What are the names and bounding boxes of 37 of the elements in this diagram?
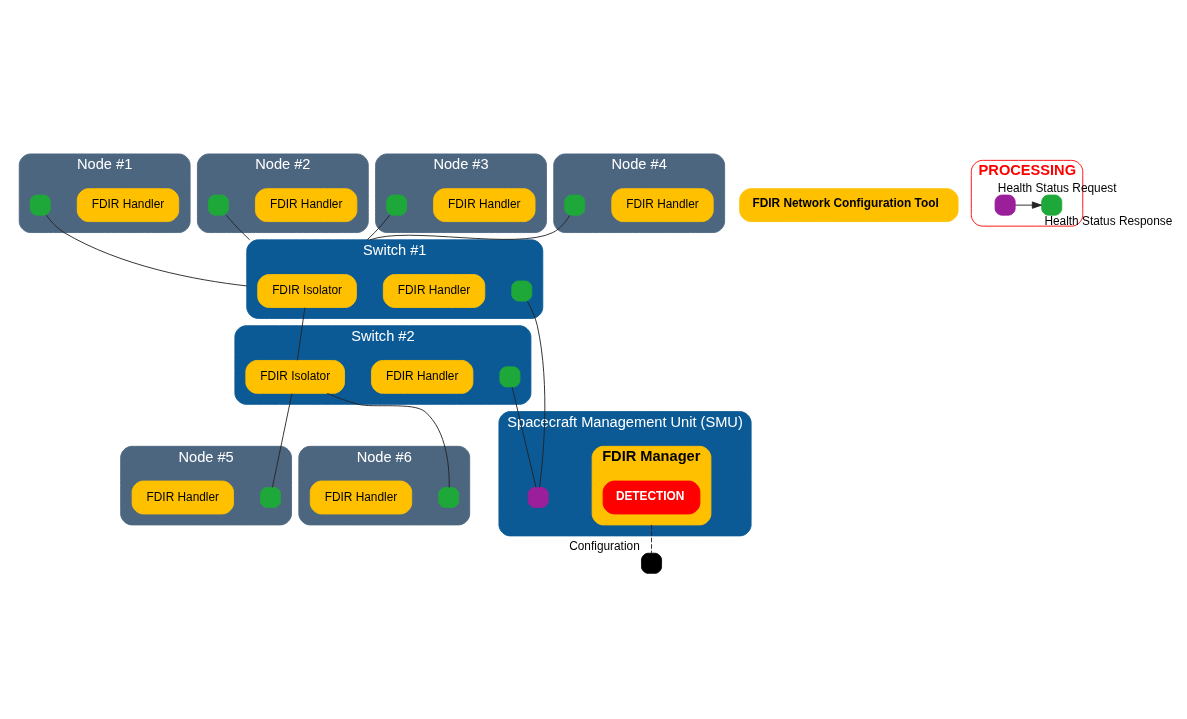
node-box [527,486,549,508]
node-box [207,194,229,216]
connector [45,214,248,286]
node-box: FDIR Handler [255,187,358,222]
node-box [511,280,533,302]
connector [296,306,306,361]
node-box: FDIR Network Configuration Tool [739,187,959,222]
node-box: FDIR Handler [309,480,413,514]
node-box: FDIR Handler [371,359,474,394]
connector [225,214,251,240]
node-box [438,486,460,508]
arrow [1014,200,1042,209]
node-label: Health Status Response [1044,213,1173,228]
node-box: FDIR Isolator [245,359,345,394]
connector [326,392,450,488]
node-box: FDIR Handler [131,480,234,514]
node-box: FDIR Handler [382,273,486,308]
connector [526,300,546,488]
node-box [1041,194,1063,216]
node-box [641,552,663,574]
node-box: FDIR Isolator [257,273,357,308]
node-box [499,365,521,387]
node-box: FDIR Handler [76,187,180,222]
node-box: FDIR Handler [433,187,536,222]
connector [511,386,537,488]
node-box [260,486,281,508]
connector [369,214,571,240]
node-box: DETECTION [602,480,701,514]
connector [651,523,652,553]
node-label: Configuration [569,538,640,553]
node-box [386,194,408,216]
connector [366,214,391,240]
connector [272,392,293,488]
node-box: FDIR Handler [611,187,714,222]
node-box [564,194,586,216]
node-box [29,194,51,216]
node-box [994,194,1016,216]
